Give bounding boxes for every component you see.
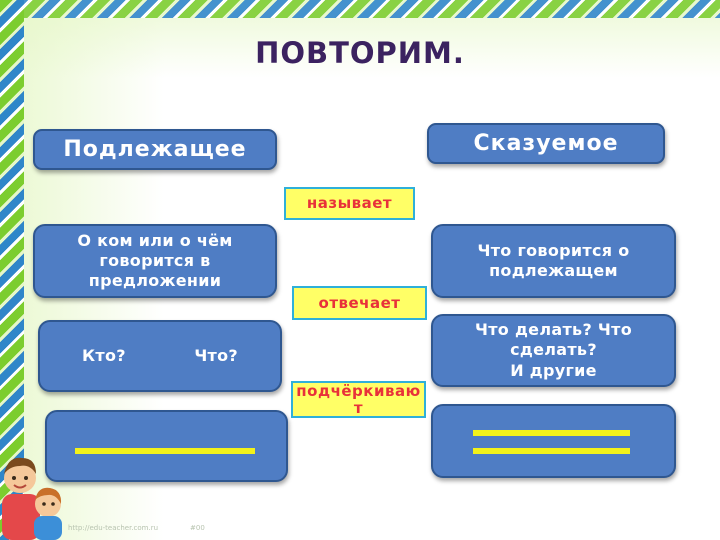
predicate-questions-line-1: Что делать? Что [475,320,632,340]
predicate-questions-line-3: И другие [510,360,597,380]
question-who: Кто? [82,345,126,365]
tag-names: называет [284,187,415,220]
subject-meaning-line-3: предложении [88,271,222,291]
double-underline-bottom [473,448,630,454]
double-underline-top [473,430,630,436]
subject-header-label: Подлежащее [63,136,247,162]
predicate-meaning-line-1: Что говорится о [477,240,630,260]
slide-title: ПОВТОРИМ. [255,36,465,70]
predicate-underline-box [431,404,676,478]
background-fade-top [24,18,720,78]
predicate-header: Сказуемое [427,123,665,164]
predicate-questions-line-2: сделать? [510,340,597,360]
single-underline [75,448,255,454]
tag-underlined: подчёркиваю т [291,381,426,418]
footer-url: http://edu-teacher.com.ru [68,524,159,532]
predicate-header-label: Сказуемое [473,130,619,156]
tag-answers: отвечает [292,286,427,320]
decorative-stripes-left [0,0,24,540]
subject-questions-box: Кто? Что? [38,320,282,392]
tag-names-label: называет [306,194,393,213]
tag-underlined-label-2: т [353,398,364,417]
predicate-meaning-box: Что говорится о подлежащем [431,224,676,298]
subject-underline-box [45,410,288,482]
decorative-stripes-top [0,0,720,18]
footer-note: #00 [190,524,205,532]
children-illustration-icon [2,457,62,540]
predicate-questions-box: Что делать? Что сделать? И другие [431,314,676,387]
tag-answers-label: отвечает [318,293,401,312]
subject-meaning-line-2: говорится в [99,250,211,270]
subject-meaning-box: О ком или о чём говорится в предложении [33,224,277,298]
predicate-meaning-line-2: подлежащем [489,261,618,280]
subject-meaning-line-1: О ком или о чём [77,230,233,250]
tag-underlined-label-1: подчёркиваю [296,382,421,400]
subject-header: Подлежащее [33,129,277,170]
question-what: Что? [194,345,238,365]
